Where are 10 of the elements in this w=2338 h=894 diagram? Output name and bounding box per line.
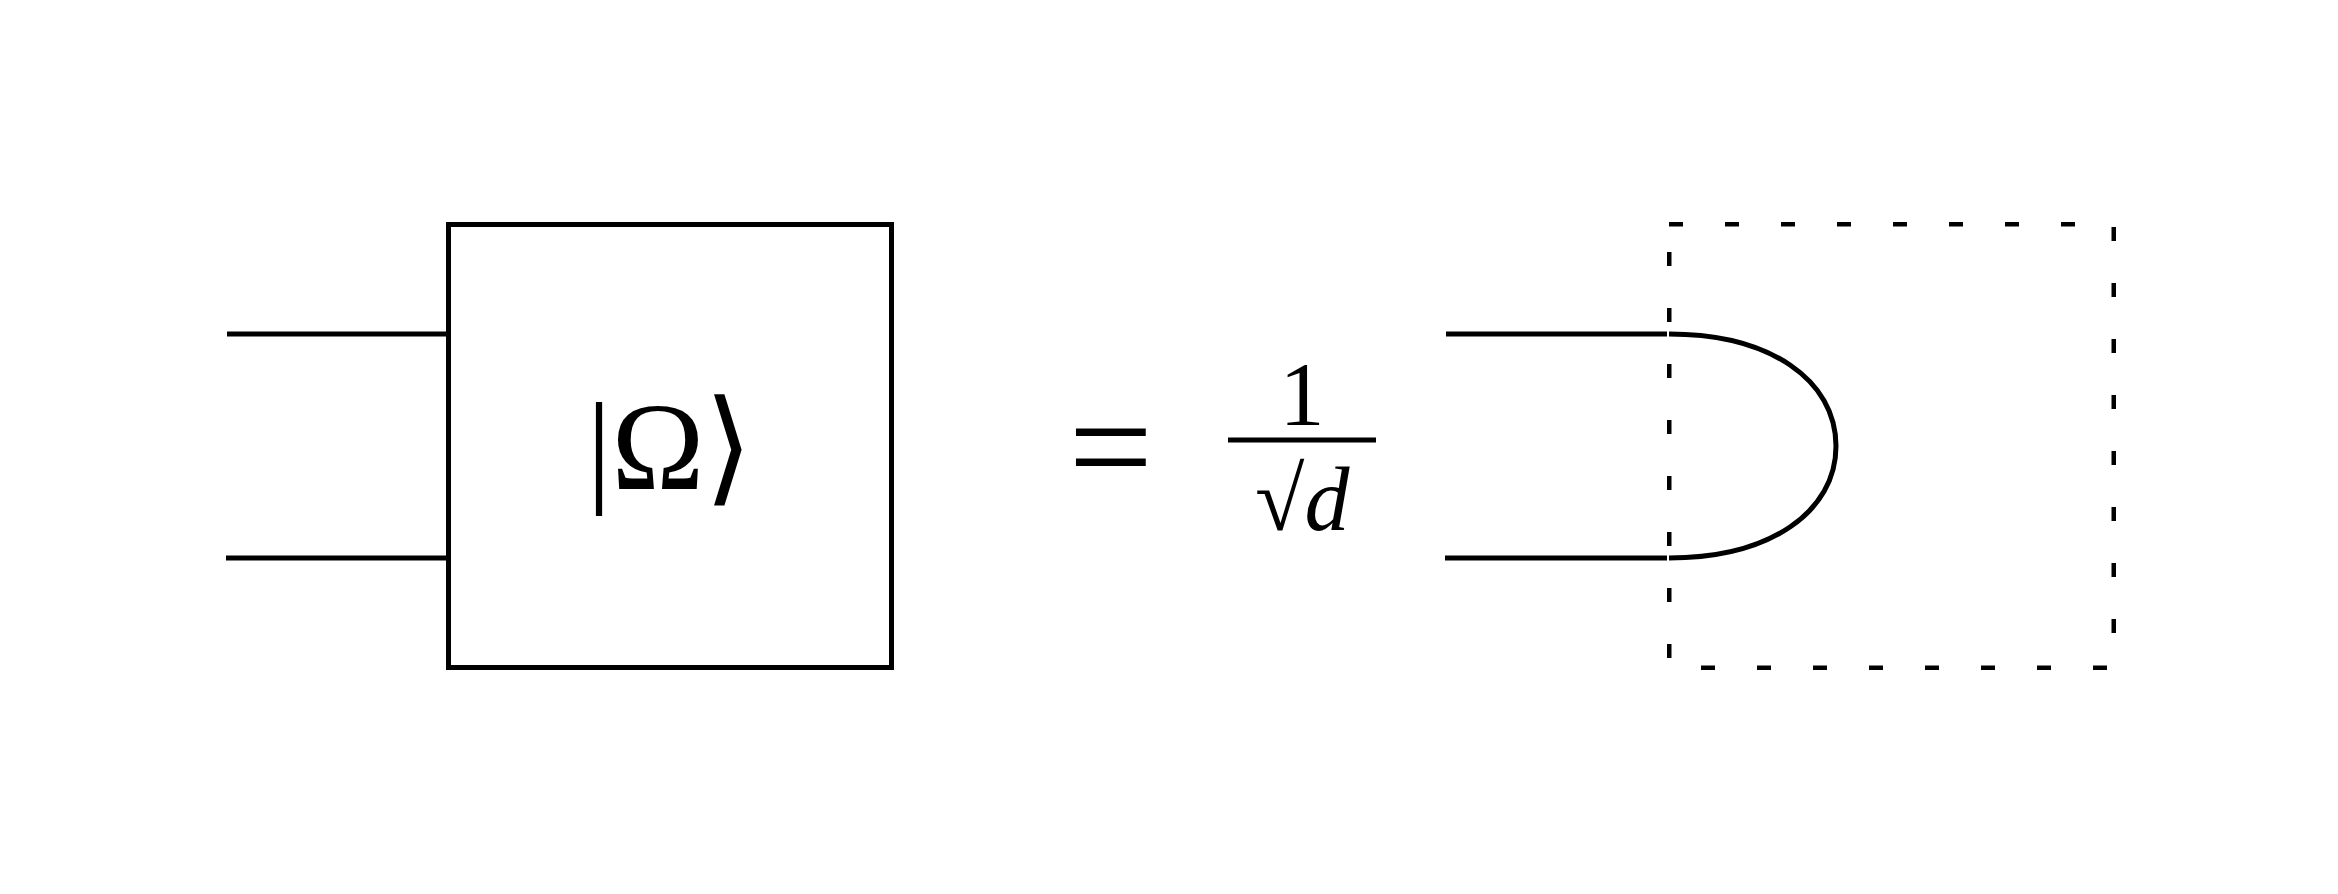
wire [1446,331,1667,337]
process-box [446,222,894,670]
wire [226,555,446,561]
wire [1445,555,1667,561]
equals-sign: = [1068,371,1154,521]
dashed-box [1667,222,2116,670]
wire [227,331,446,337]
numerator: 1 [1279,350,1325,440]
ket-label: |Ω⟩ [586,377,754,518]
denominator: √d [1255,455,1350,545]
